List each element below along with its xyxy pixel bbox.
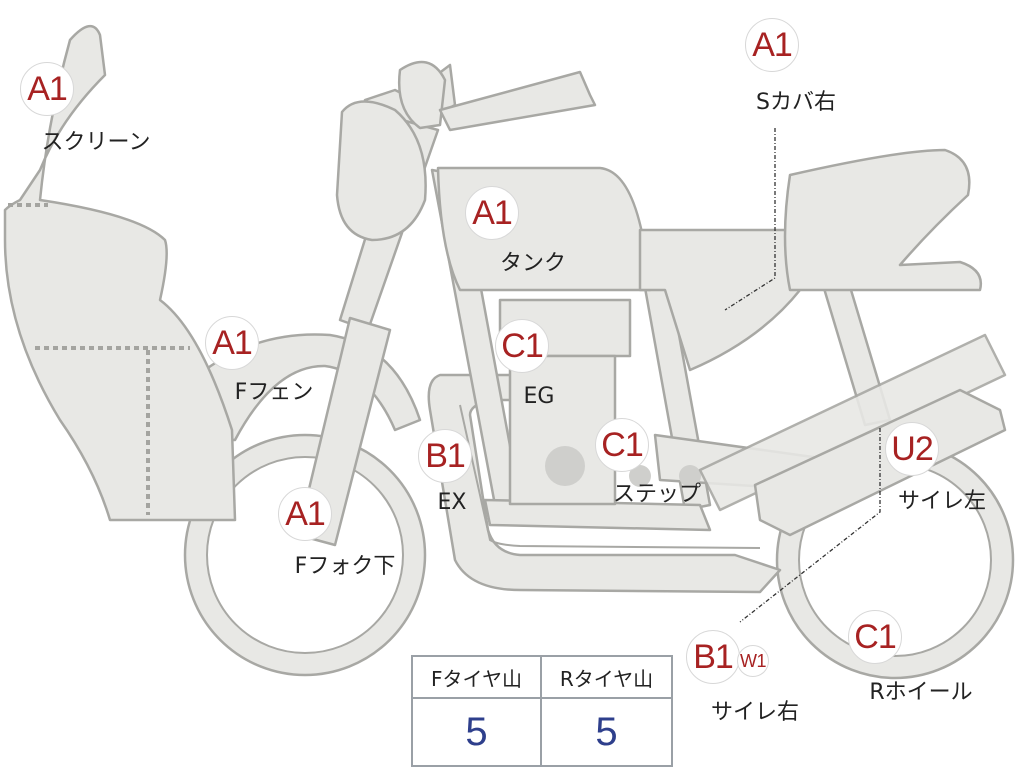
front-tire-tread-value: 5 xyxy=(413,699,542,765)
screen-code-badge: A1 xyxy=(20,62,74,116)
engine-code-badge: C1 xyxy=(495,319,549,373)
mufflers xyxy=(698,333,1007,537)
side-cover-right-code-badge: A1 xyxy=(745,18,799,72)
front-fender-code-badge: A1 xyxy=(205,316,259,370)
windscreen-shape xyxy=(3,25,237,522)
side-cover-right-label: Sカバ右 xyxy=(756,90,836,115)
muffler-left-label: サイレ左 xyxy=(897,489,987,514)
rear-wheel-code-badge: C1 xyxy=(848,610,902,664)
front-tire-tread-header: Fタイヤ山 xyxy=(413,657,542,699)
muffler-right-code2-badge: W1 xyxy=(737,645,769,677)
seat-shape xyxy=(783,148,983,292)
rear-tire-tread-value: 5 xyxy=(595,709,618,754)
tank-code-badge: A1 xyxy=(465,186,519,240)
muffler-left-code-badge: U2 xyxy=(885,422,939,476)
muffler-right-code-badge: B1 xyxy=(686,630,740,684)
front-fender-label: Fフェン xyxy=(234,380,314,405)
screen-label: スクリーン xyxy=(41,130,151,155)
leader-side-cover xyxy=(724,128,776,311)
side-cover-shape xyxy=(638,228,802,372)
front-fork-lower-label: Fフォク下 xyxy=(294,554,396,579)
front-wheel xyxy=(183,433,427,677)
leader-muffler xyxy=(739,428,881,623)
step-label: ステップ xyxy=(612,482,702,507)
headlight-shape xyxy=(335,100,427,242)
muffler-right-label: サイレ右 xyxy=(710,700,800,725)
step-code-badge: C1 xyxy=(595,418,649,472)
tire-tread-table: Fタイヤ山 Rタイヤ山 5 5 xyxy=(411,655,673,767)
rear-wheel-label: Rホイール xyxy=(869,680,973,705)
engine-label: EG xyxy=(523,384,555,409)
front-fork-lower-code-badge: A1 xyxy=(278,487,332,541)
exhaust-label: EX xyxy=(437,490,467,515)
handlebar-bar-shape xyxy=(438,70,597,132)
exhaust-code-badge: B1 xyxy=(418,429,472,483)
tank-label: タンク xyxy=(499,251,567,276)
rear-tire-tread-header: Rタイヤ山 xyxy=(542,657,671,699)
exhaust-pipes xyxy=(427,373,782,594)
handlebar-shape xyxy=(398,60,447,130)
